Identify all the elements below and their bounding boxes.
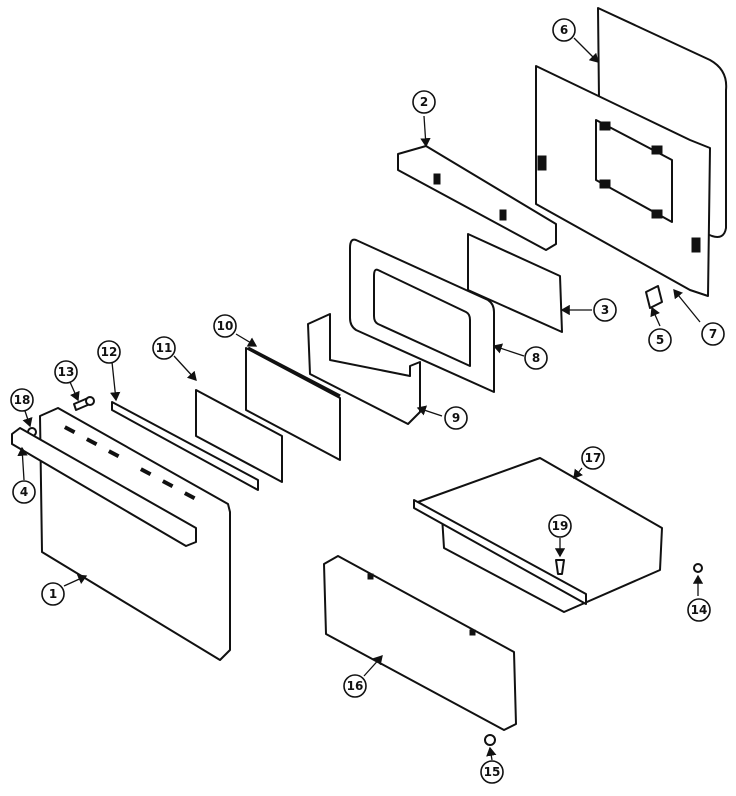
callout-15: 15 [480, 760, 504, 784]
callout-18: 18 [10, 388, 34, 412]
svg-text:17: 17 [585, 451, 602, 465]
glass-gasket-part [195, 389, 283, 483]
callout-8: 8 [524, 346, 548, 370]
svg-text:1: 1 [49, 587, 57, 601]
callout-19: 19 [548, 514, 572, 538]
svg-text:5: 5 [656, 333, 664, 347]
nut-14-part [693, 563, 703, 573]
svg-text:10: 10 [217, 319, 234, 333]
svg-text:14: 14 [691, 603, 708, 617]
leader-lines [17, 37, 704, 761]
callout-5: 5 [648, 328, 672, 352]
callout-7: 7 [701, 322, 725, 346]
svg-text:4: 4 [20, 485, 28, 499]
svg-text:18: 18 [14, 393, 31, 407]
callout-12: 12 [97, 340, 121, 364]
callout-13: 13 [54, 360, 78, 384]
callout-6: 6 [552, 18, 576, 42]
svg-text:12: 12 [101, 345, 118, 359]
callout-9: 9 [444, 406, 468, 430]
svg-text:19: 19 [552, 519, 569, 533]
callout-14: 14 [687, 598, 711, 622]
outer-glass-part [245, 346, 341, 461]
door-frame-part [349, 238, 495, 393]
callout-4: 4 [12, 480, 36, 504]
callout-2: 2 [412, 90, 436, 114]
inner-glass-part [467, 233, 563, 333]
callout-17: 17 [581, 446, 605, 470]
clip-5-part [645, 285, 663, 309]
door-handle-part [11, 427, 197, 547]
svg-text:15: 15 [484, 765, 501, 779]
svg-text:9: 9 [452, 411, 460, 425]
vent-trim-part [397, 145, 557, 251]
svg-text:7: 7 [709, 327, 717, 341]
glass-retainer-part [307, 313, 421, 425]
drawer-front-part [323, 555, 517, 731]
svg-text:8: 8 [532, 351, 540, 365]
svg-text:6: 6 [560, 23, 568, 37]
callout-3: 3 [593, 298, 617, 322]
callout-1: 1 [41, 582, 65, 606]
svg-text:16: 16 [347, 679, 364, 693]
nut-15-part [484, 734, 496, 746]
svg-text:2: 2 [420, 95, 428, 109]
screw-19-part [555, 559, 565, 575]
svg-text:11: 11 [156, 341, 173, 355]
svg-text:13: 13 [58, 365, 75, 379]
callout-11: 11 [152, 336, 176, 360]
outer-door-part [39, 407, 231, 661]
screw-13-part [73, 396, 95, 411]
inner-door-panel-part [535, 65, 711, 297]
drawer-tub-part [413, 457, 663, 613]
callout-16: 16 [343, 674, 367, 698]
callout-10: 10 [213, 314, 237, 338]
trim-strip-part [111, 401, 259, 491]
svg-text:3: 3 [601, 303, 609, 317]
